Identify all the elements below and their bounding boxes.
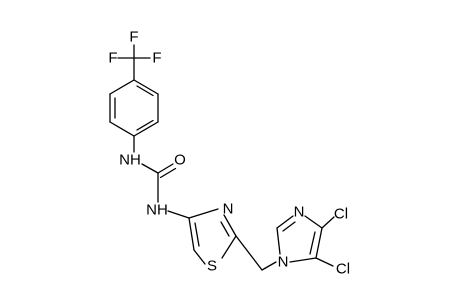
bond-thiazole-s1-c5 [193,249,206,265]
bond-thiazole-c4-n3 [188,208,219,219]
bond-ch2-imidazole [261,261,277,271]
bond-thiazole-c2-s1 [221,235,237,259]
bond-imidazole-n1-c2 [276,227,281,255]
atom-n-imidazole-top: N [294,204,305,221]
bond-benzene-3 [133,121,159,137]
bond-imidazole-c5-n1 [289,257,317,263]
atom-n-imidazole-ring: N [278,254,289,271]
atom-nh-upper: NH [119,152,141,169]
bond-thiazole-double-c2n3 [220,221,230,237]
bond-c5-cl-lower [315,257,334,267]
bond-carbonyl-o-1 [157,163,174,174]
bond-benzene-4 [109,121,135,137]
atom-nh-lower: NH [146,202,168,219]
bond-imidazole-c4-c5 [315,227,323,259]
bond-thiazole-ch2 [235,235,263,271]
bond-carbonyl-o-2 [159,167,177,179]
bond-c4-cl-upper [321,216,335,229]
bond-imidazole-double-c4c5 [309,231,316,255]
bond-nh-upper-carbonyl [141,163,159,174]
bond-nh-lower-thiazole [167,210,190,219]
bonds [109,44,335,271]
atom-s-thiazole: S [207,258,217,275]
atom-f-top: F [129,29,138,46]
bond-imidazole-c2-n3 [276,215,294,229]
atom-labels: F F F NH O NH N S N N Cl Cl [108,29,350,278]
atom-f-right: F [152,50,161,67]
bond-benzene-6 [109,79,135,95]
bond-thiazole-n3-c2 [223,214,237,237]
bond-imidazole-n3-c4 [304,215,323,229]
atom-n-thiazole: N [223,201,234,218]
atom-o-carbonyl: O [174,152,186,169]
atom-cl-lower: Cl [336,261,350,278]
bond-benzene-double-2 [136,119,154,131]
bond-thiazole-double-c4c5 [194,222,200,247]
bond-benzene-double-1 [136,85,154,97]
bond-thiazole-c5-c4 [188,217,195,251]
atom-f-left: F [108,50,117,67]
atom-cl-upper: Cl [334,206,348,223]
bond-benzene-1 [133,79,159,95]
bond-imidazole-double-c2n3 [282,221,296,232]
